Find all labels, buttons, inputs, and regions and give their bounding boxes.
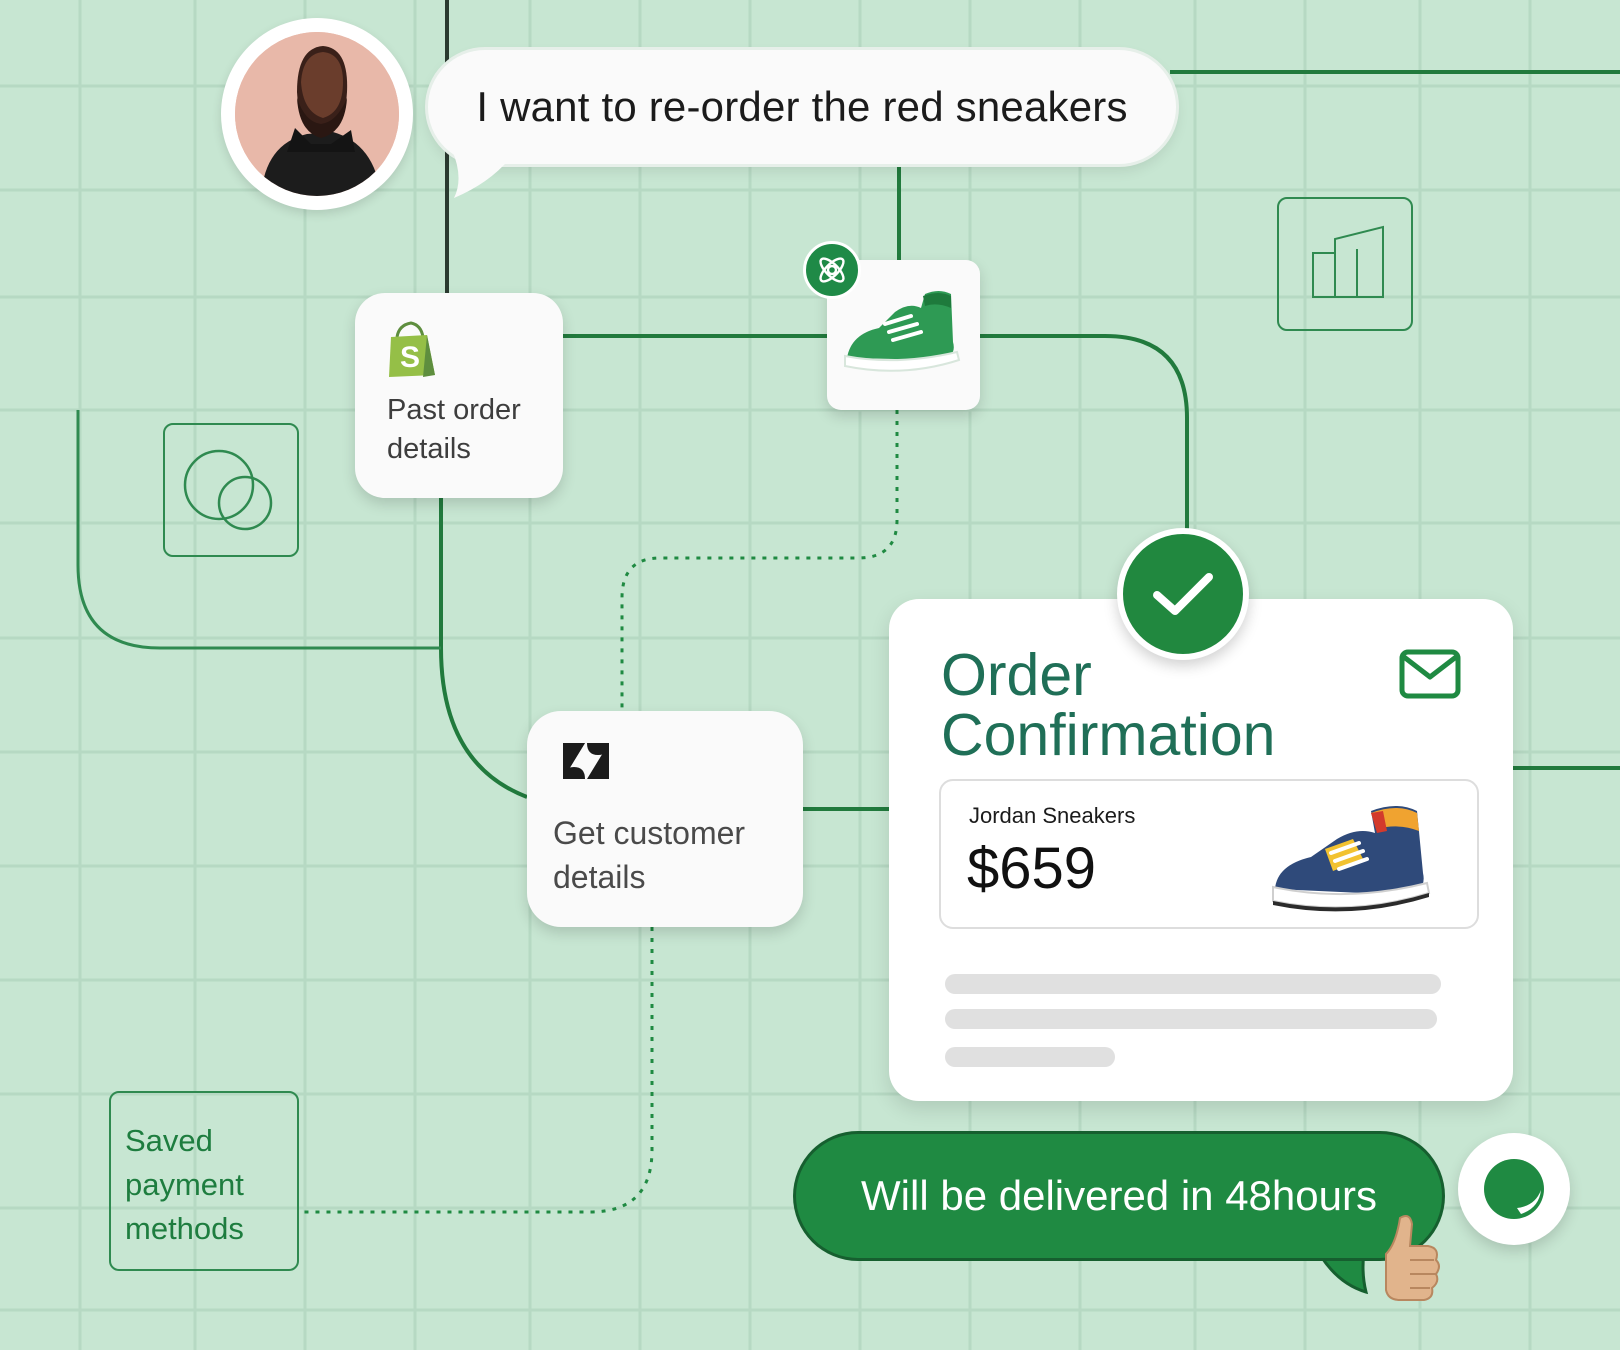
circles-icon — [183, 449, 273, 531]
placeholder-line-1 — [945, 974, 1441, 994]
blue-sneaker-image — [1267, 797, 1437, 922]
svg-text:S: S — [400, 341, 420, 374]
order-confirmation-card[interactable]: Order Confirmation Jordan Sneakers $659 — [889, 599, 1513, 1101]
past-order-label: Past order details — [387, 394, 521, 465]
brand-logo-icon — [1484, 1159, 1544, 1219]
order-success-badge — [1117, 528, 1249, 660]
ai-agent-badge — [803, 241, 861, 299]
atom-icon — [819, 257, 845, 283]
circles-tile — [163, 423, 299, 557]
bot-message-bubble: Will be delivered in 48hours — [796, 1134, 1442, 1258]
bot-message-text: Will be delivered in 48hours — [861, 1172, 1377, 1219]
bot-avatar — [1458, 1133, 1570, 1245]
user-message-text: I want to re-order the red sneakers — [476, 83, 1128, 130]
product-summary: Jordan Sneakers $659 — [939, 779, 1479, 929]
saved-payment-box[interactable]: Saved payment methods — [109, 1091, 299, 1271]
zendesk-logo-icon — [561, 741, 611, 786]
green-sneaker-image — [844, 291, 961, 372]
saved-payment-label: Saved payment methods — [125, 1123, 244, 1246]
product-name: Jordan Sneakers — [969, 803, 1136, 828]
user-bubble-tail — [452, 150, 516, 198]
user-photo — [235, 32, 399, 196]
customer-details-label: Get customer details — [553, 815, 746, 895]
thumbs-up-icon — [1366, 1210, 1446, 1311]
chart-tile — [1277, 197, 1413, 331]
checkmark-icon — [1153, 573, 1213, 615]
order-confirmation-title: Order Confirmation — [941, 642, 1276, 768]
customer-details-card[interactable]: Get customer details — [527, 711, 803, 927]
user-message-bubble: I want to re-order the red sneakers — [428, 50, 1176, 164]
bar-chart-icon — [1312, 225, 1384, 298]
past-order-card[interactable]: S Past order details — [355, 293, 563, 498]
envelope-icon[interactable] — [1399, 649, 1461, 704]
placeholder-line-2 — [945, 1009, 1437, 1029]
user-avatar — [221, 18, 413, 210]
placeholder-line-3 — [945, 1047, 1115, 1067]
shopify-bag-icon: S — [387, 321, 439, 384]
product-price: $659 — [967, 836, 1097, 901]
